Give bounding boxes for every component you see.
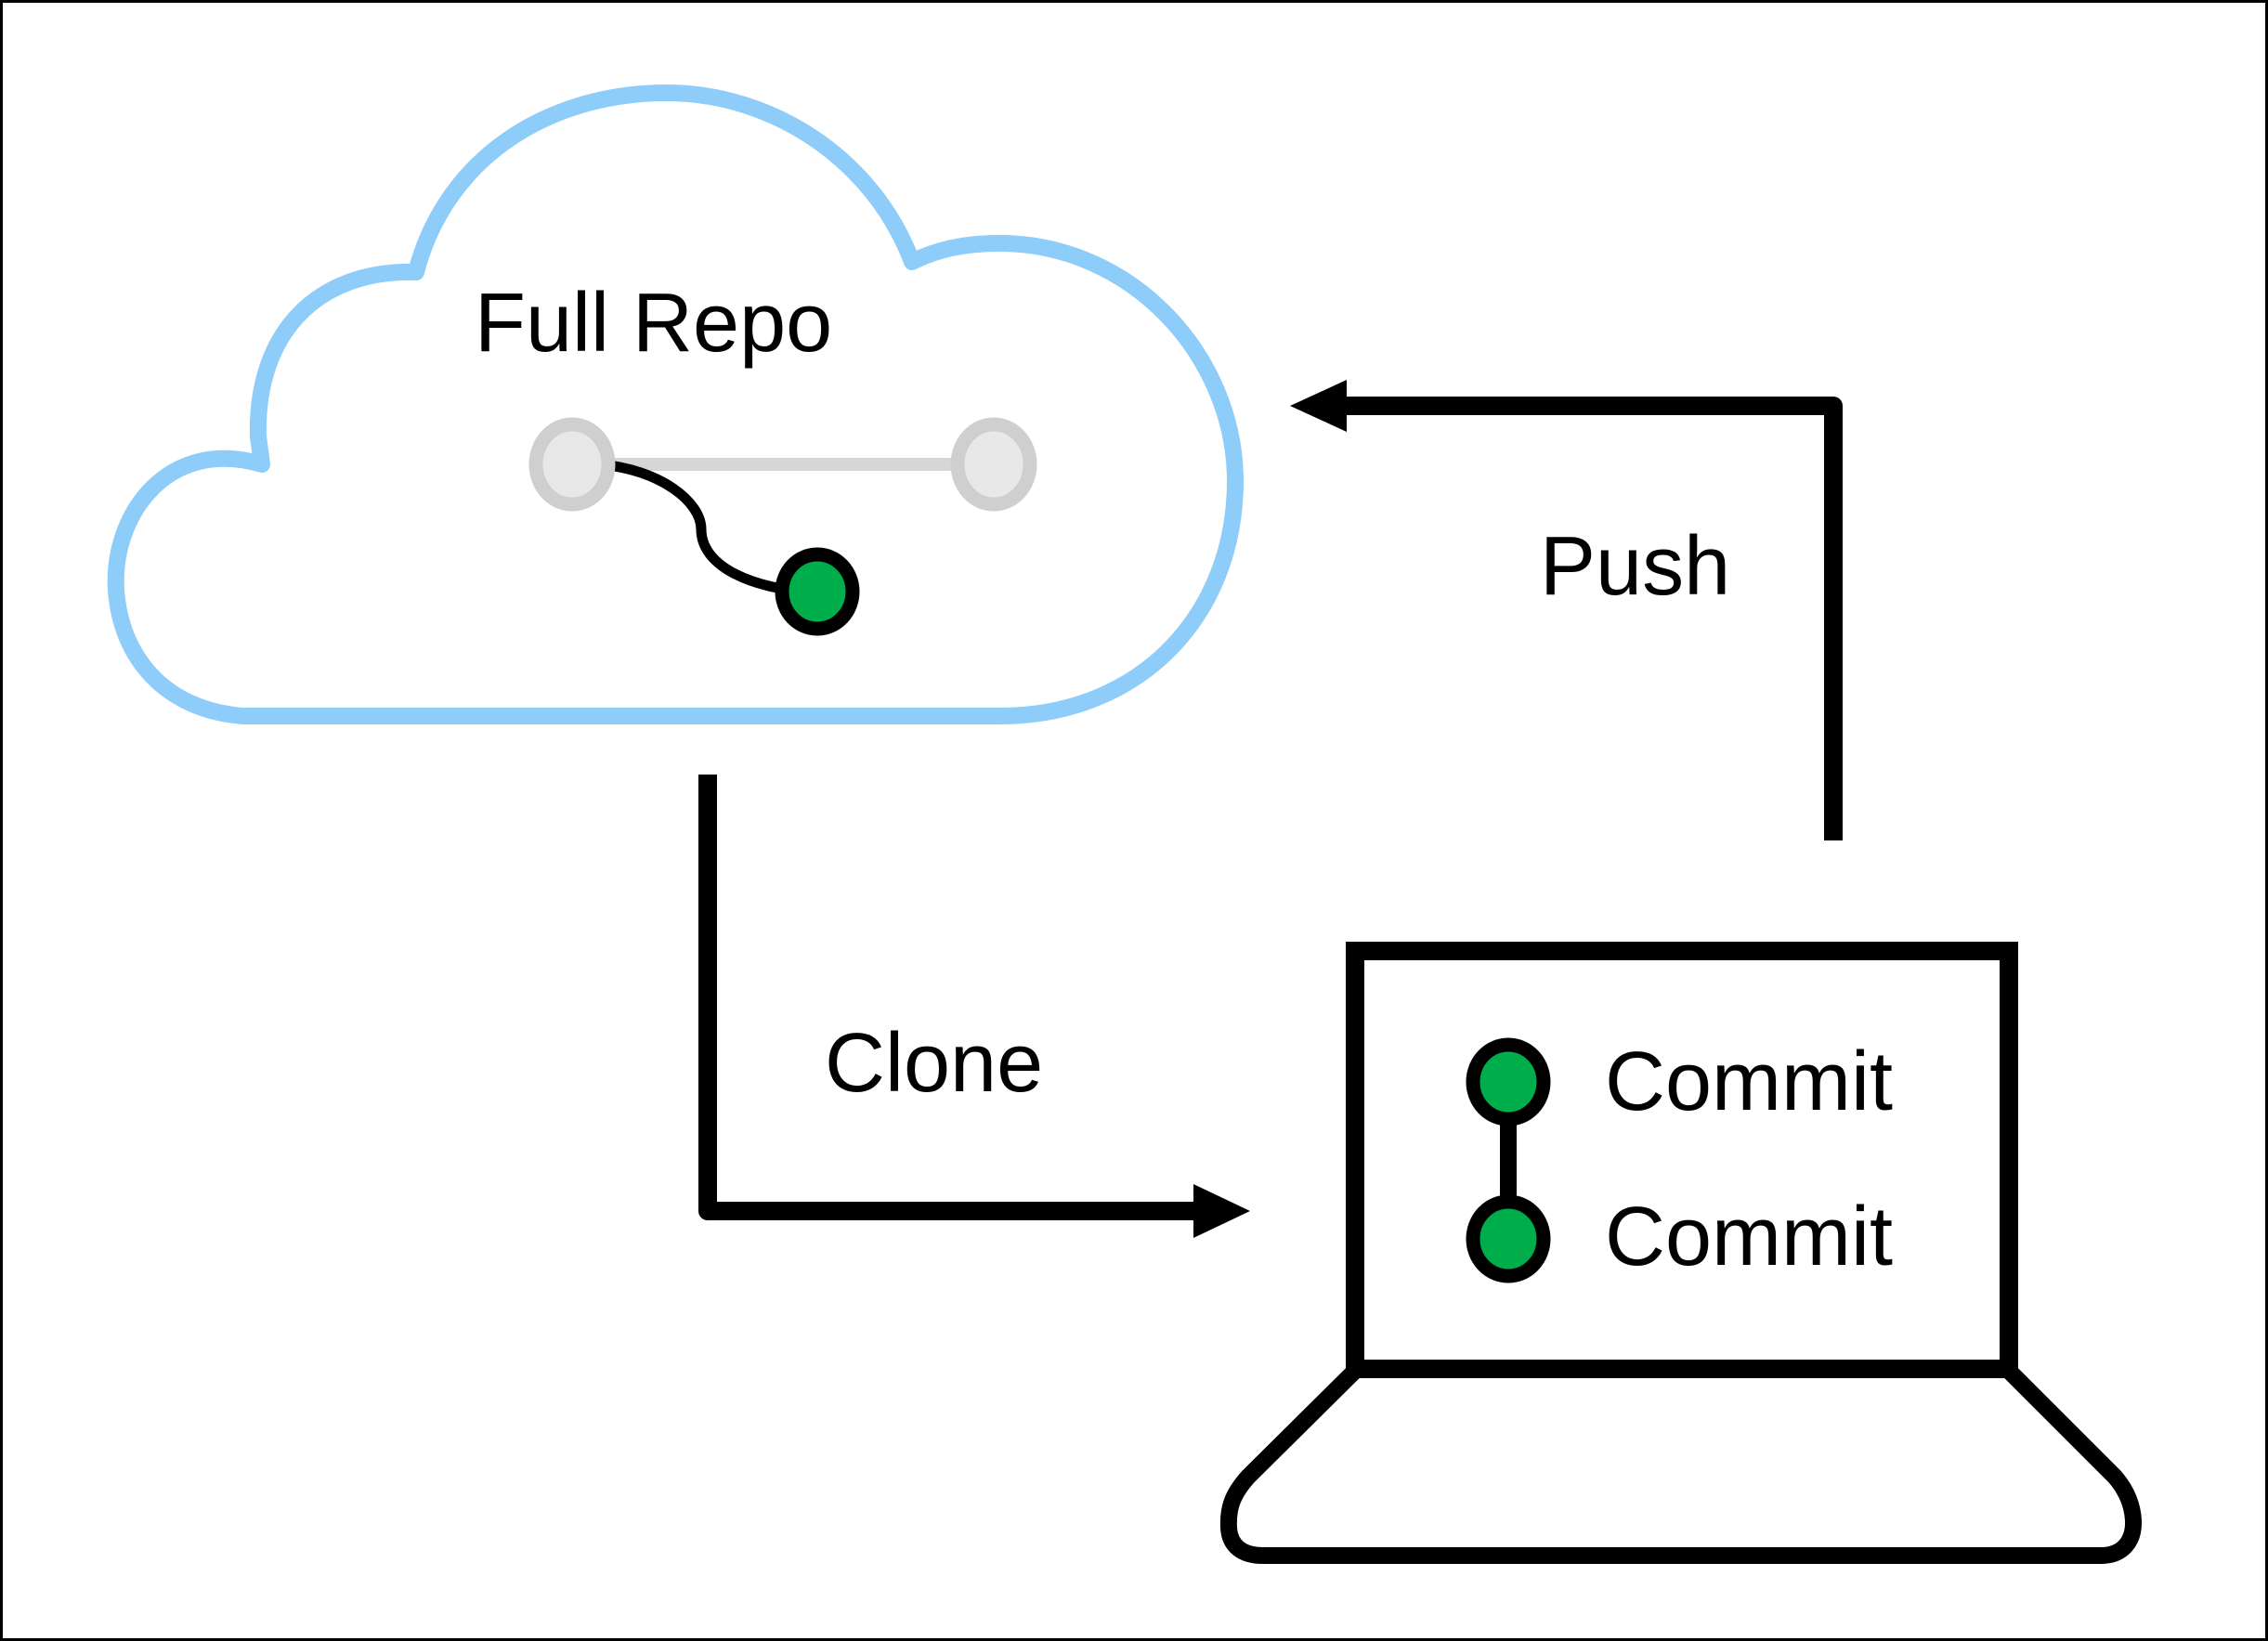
- commit-label-bottom: Commit: [1605, 1191, 1893, 1283]
- main-branch-node-right: [950, 417, 1037, 512]
- laptop-base: [1219, 1364, 2143, 1564]
- main-branch-node-left: [528, 417, 616, 512]
- feature-branch-line: [593, 459, 823, 598]
- clone-arrow: [698, 775, 1250, 1238]
- commit-label-top: Commit: [1605, 1035, 1893, 1128]
- local-commit-node-top: [1466, 1037, 1551, 1127]
- clone-label: Clone: [825, 1017, 1043, 1110]
- local-commit-node-bottom: [1466, 1194, 1551, 1283]
- laptop-screen: [1346, 942, 2018, 1378]
- clone-arrowhead: [1193, 1184, 1250, 1238]
- push-label: Push: [1540, 520, 1730, 613]
- cloud-icon: Full Repo: [107, 85, 1244, 724]
- remote-commit-node: [775, 547, 860, 636]
- push-arrow-line: [1328, 397, 1843, 840]
- push-arrow: [1290, 380, 1843, 840]
- clone-arrow-line: [698, 775, 1207, 1220]
- push-arrowhead: [1290, 380, 1347, 432]
- cloud-outline: [107, 85, 1244, 724]
- laptop-icon: Commit Commit: [1219, 942, 2143, 1564]
- cloud-title: Full Repo: [475, 277, 832, 370]
